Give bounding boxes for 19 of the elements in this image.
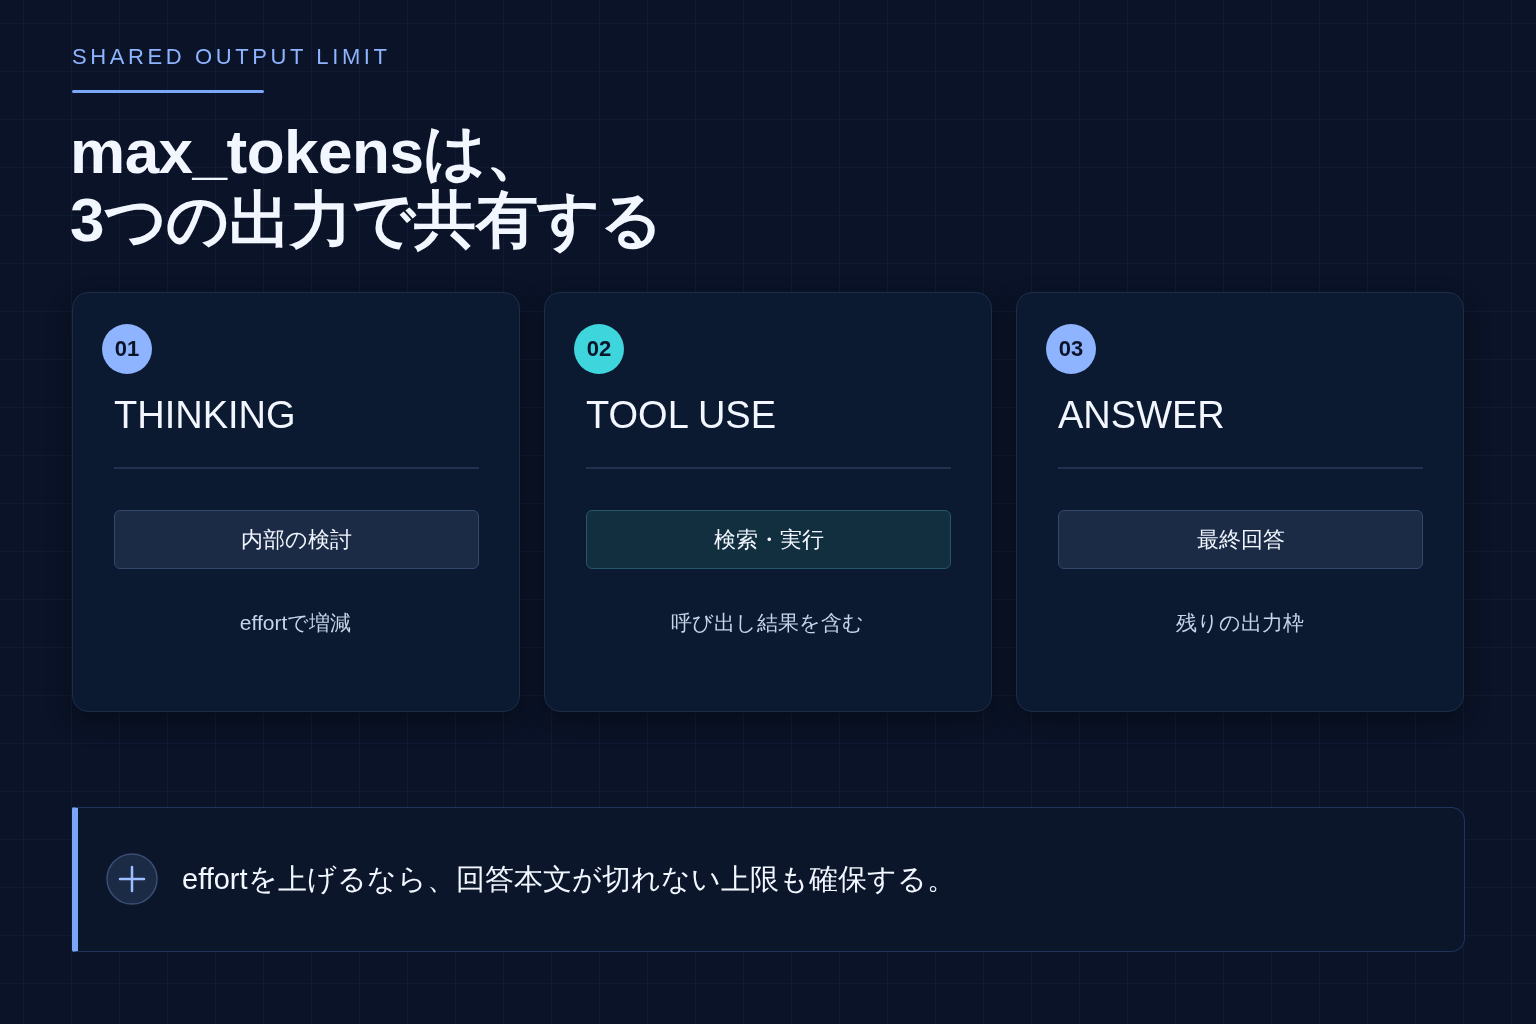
section-label: SHARED OUTPUT LIMIT [72, 44, 391, 70]
note-text: effortを上げるなら、回答本文が切れない上限も確保する。 [182, 862, 956, 897]
label-box: 内部の検討 [114, 510, 479, 569]
number-badge: 03 [1046, 324, 1096, 374]
card-heading: TOOL USE [586, 393, 777, 438]
card-heading: ANSWER [1058, 393, 1225, 438]
title: max_tokensは、3つの出力で共有する [70, 118, 664, 254]
note-box [72, 807, 1465, 952]
number-badge: 01 [102, 324, 152, 374]
card-heading: THINKING [114, 393, 296, 438]
label-box: 最終回答 [1058, 510, 1423, 569]
card-note: 呼び出し結果を含む [670, 610, 865, 636]
card-note: effortで増減 [238, 610, 353, 636]
card-note: 残りの出力枠 [1174, 610, 1305, 636]
number-badge: 02 [574, 324, 624, 374]
label-box: 検索・実行 [586, 510, 951, 569]
card [1016, 292, 1464, 712]
card [72, 292, 520, 712]
card [544, 292, 992, 712]
